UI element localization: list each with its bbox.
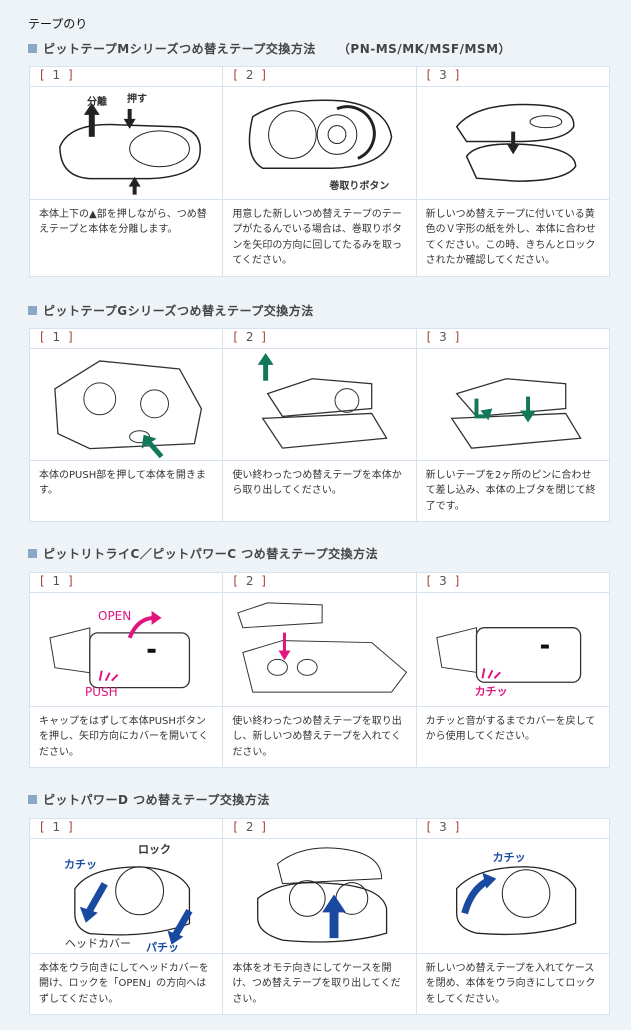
- section-title-text: ピットリトライC／ピットパワーC つめ替えテープ交換方法: [43, 547, 379, 561]
- tape-separate-illustration: [59, 102, 201, 195]
- section-title-c-series: ピットリトライC／ピットパワーC つめ替えテープ交換方法: [28, 545, 378, 562]
- step-illustration: 分離 押す: [28, 86, 224, 200]
- winding-button-illustration: [249, 99, 393, 170]
- caption-push: 押す: [127, 94, 147, 105]
- section-title-text: ピットテープGシリーズつめ替えテープ交換方法: [43, 304, 314, 318]
- step-illustration: [415, 86, 611, 200]
- caption-push: PUSH: [85, 685, 118, 699]
- step-text: 新しいつめ替えテープを入れてケースを閉め、本体をウラ向きにしてロックをしてくださ…: [415, 952, 611, 1016]
- square-bullet-icon: [28, 795, 37, 804]
- step-text: カチッと音がするまでカバーを戻してから使用してください。: [415, 705, 611, 769]
- step-illustration: カチッ: [415, 592, 611, 707]
- section-title-g-series: ピットテープGシリーズつめ替えテープ交換方法: [28, 302, 314, 319]
- caption-open: OPEN: [98, 609, 132, 623]
- caption-snap: パチッ: [146, 941, 179, 954]
- step-illustration: [222, 348, 417, 461]
- caption-click: カチッ: [64, 858, 97, 871]
- caption-separate: 分離: [87, 97, 107, 108]
- step-illustration: 巻取りボタン: [222, 86, 417, 200]
- caption-lock: ロック: [138, 843, 171, 856]
- caption-click: カチッ: [474, 685, 508, 698]
- open-case-illustration: [257, 847, 388, 943]
- step-label: [ 3 ]: [415, 818, 611, 839]
- close-cover-illustration: [435, 627, 581, 683]
- section-title-m-series: ピットテープMシリーズつめ替えテープ交換方法 （PN-MS/MK/MSF/MSM）: [28, 40, 511, 57]
- square-bullet-icon: [28, 549, 37, 558]
- step-illustration: [222, 592, 417, 707]
- attach-tape-illustration: [455, 103, 577, 182]
- step-label: [ 1 ]: [28, 66, 224, 87]
- open-body-illustration: [54, 360, 203, 459]
- step-illustration: [28, 348, 224, 461]
- steps-table-m-series: [ 1 ] [ 2 ] [ 3 ] 分離 押す 巻取りボタン 本体上下の▲部を押…: [28, 66, 611, 277]
- step-label: [ 3 ]: [415, 328, 611, 349]
- square-bullet-icon: [28, 306, 37, 315]
- open-cover-illustration: [49, 610, 191, 689]
- step-text: 本体のPUSH部を押して本体を開きます。: [28, 459, 224, 523]
- section-models: （PN-MS/MK/MSF/MSM）: [337, 42, 512, 56]
- step-illustration: [222, 838, 417, 954]
- step-label: [ 1 ]: [28, 572, 224, 593]
- step-text: 使い終わったつめ替えテープを取り出し、新しいつめ替えテープを入れてください。: [222, 705, 417, 769]
- step-text: 本体をオモテ向きにしてケースを開け、つめ替えテープを取り出してください。: [222, 952, 417, 1016]
- insert-tape-illustration: [450, 378, 582, 449]
- square-bullet-icon: [28, 44, 37, 53]
- caption-click: カチッ: [492, 851, 526, 864]
- close-case-illustration: [455, 866, 576, 936]
- step-label: [ 3 ]: [415, 572, 611, 593]
- section-title-text: ピットテープMシリーズつめ替えテープ交換方法: [43, 42, 316, 56]
- step-illustration: ロック カチッ ヘッドカバー パチッ: [28, 838, 224, 954]
- step-illustration: カチッ: [415, 838, 611, 954]
- step-text: 新しいつめ替えテープに付いている黄色のＶ字形の紙を外し、本体に合わせてください。…: [415, 198, 611, 277]
- step-text: 用意した新しいつめ替えテープのテープがたるんでいる場合は、巻取りボタンを矢印の方…: [222, 198, 417, 277]
- step-text: 本体上下の▲部を押しながら、つめ替えテープと本体を分離します。: [28, 198, 224, 277]
- steps-table-c-series: [ 1 ] [ 2 ] [ 3 ] OPEN PUSH カチッ キャップをはずし…: [28, 572, 611, 769]
- step-text: キャップをはずして本体PUSHボタンを押し、矢印方向にカバーを開いてください。: [28, 705, 224, 769]
- page-title: テープのり: [28, 17, 88, 31]
- step-text: 新しいテープを2ヶ所のピンに合わせて差し込み、本体の上ブタを閉じて終了です。: [415, 459, 611, 523]
- step-illustration: [415, 348, 611, 461]
- step-label: [ 3 ]: [415, 66, 611, 87]
- step-label: [ 2 ]: [222, 572, 417, 593]
- section-title-d-series: ピットパワーD つめ替えテープ交換方法: [28, 791, 270, 808]
- steps-table-d-series: [ 1 ] [ 2 ] [ 3 ] ロック カチッ ヘッドカバー パチッ カチッ…: [28, 818, 611, 1016]
- step-label: [ 2 ]: [222, 818, 417, 839]
- section-title-text: ピットパワーD つめ替えテープ交換方法: [43, 793, 270, 807]
- steps-table-g-series: [ 1 ] [ 2 ] [ 3 ] 本体のPUSH部を押して本体を開きます。 使…: [28, 328, 611, 523]
- step-label: [ 2 ]: [222, 328, 417, 349]
- step-label: [ 1 ]: [28, 818, 224, 839]
- step-text: 使い終わったつめ替えテープを本体から取り出してください。: [222, 459, 417, 523]
- step-label: [ 1 ]: [28, 328, 224, 349]
- remove-tape-illustration: [258, 352, 388, 449]
- open-head-cover-illustration: [74, 866, 193, 945]
- step-text: 本体をウラ向きにしてヘッドカバーを開け、ロックを「OPEN」の方向へはずしてくだ…: [28, 952, 224, 1016]
- step-label: [ 2 ]: [222, 66, 417, 87]
- replace-tape-illustration: [237, 602, 408, 693]
- step-illustration: OPEN PUSH: [28, 592, 224, 707]
- caption-winding-button: 巻取りボタン: [329, 181, 390, 192]
- caption-head-cover: ヘッドカバー: [65, 937, 131, 950]
